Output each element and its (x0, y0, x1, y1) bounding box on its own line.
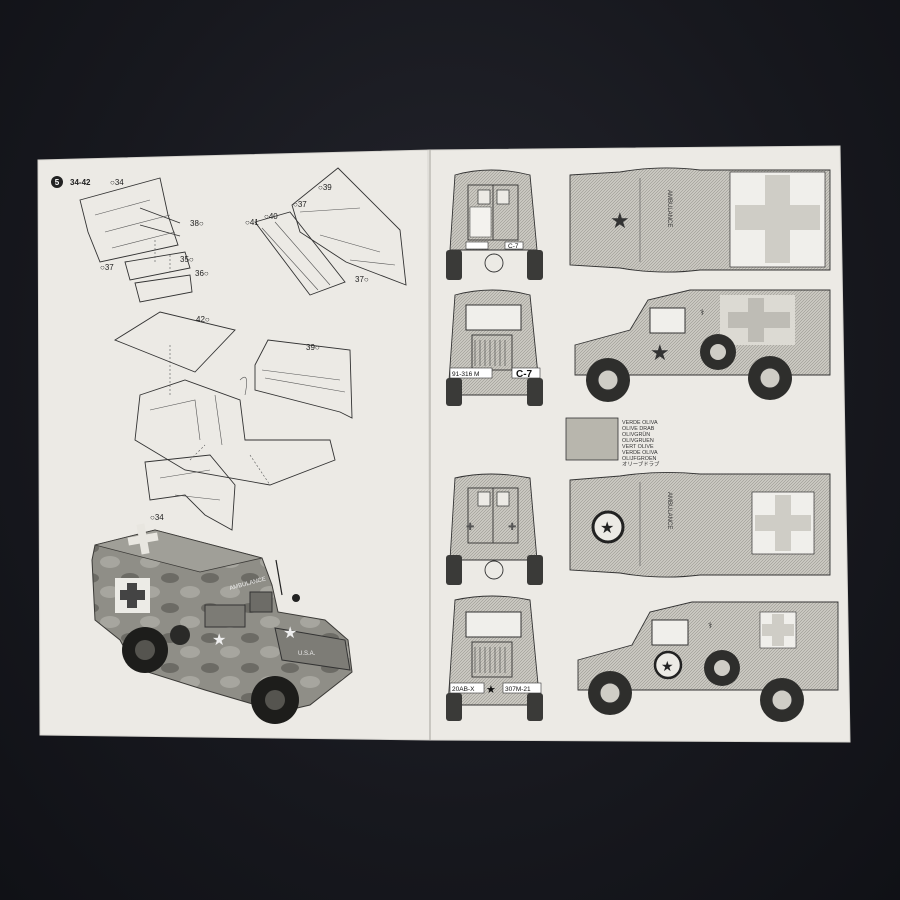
plate-front-bottom-left: 20AB-X (452, 686, 475, 693)
star-insignia-side-1: ★ (650, 341, 670, 366)
olive-drab-swatch (565, 417, 619, 461)
photo-usa-text: U.S.A. (298, 651, 316, 657)
star-plate: ★ (486, 683, 496, 696)
plate-front-top-right: C-7 (516, 369, 533, 380)
top-view-1: ★ AMBULANCE (569, 167, 831, 273)
exploded-body-assembly: 42○ 39○ ○34 (114, 311, 353, 531)
part-label-37-mid: ○37 (293, 200, 307, 209)
plate-rear-top: C-7 (508, 243, 519, 250)
exploded-diagram-left: ○34 38○ 35○ 36○ ○37 (79, 177, 209, 303)
swatch-label-6: OLIJFGROEN (622, 456, 657, 462)
star-insignia-door: ★ (212, 630, 226, 649)
swatch-label-5: VERDE OLIVA (622, 450, 658, 456)
part-label-42: 42○ (196, 315, 210, 324)
part-label-36: 36○ (195, 269, 209, 278)
swatch-label-4: VERT OLIVE (622, 444, 654, 450)
roof-text-2: AMBULANCE (666, 492, 672, 529)
cross-rear-left: ✚ (466, 522, 474, 533)
part-label-37-right: 37○ (355, 275, 369, 284)
part-label-34-top: ○34 (110, 178, 124, 187)
part-label-35: 35○ (180, 255, 194, 264)
exploded-diagram-right: ○39 ○40 ○41 ○37 37○ (245, 167, 407, 296)
top-view-2: ★ AMBULANCE (569, 471, 831, 578)
star-insignia-hood: ★ (283, 623, 297, 642)
left-page: 5 34-42 ○34 38○ 35○ 36○ ○37 ○39 ○40 ○ (37, 149, 431, 741)
swatch-label-7: オリーブドラブ (622, 460, 660, 468)
finished-model-photo: ★ ★ AMBULANCE U.S.A. (91, 523, 353, 724)
part-label-38: 38○ (190, 219, 204, 228)
rear-view-1: C-7 (446, 169, 543, 280)
front-view-2: 20AB-X ★ 307M-21 (446, 595, 543, 721)
swatch-label-3: OLIVGRUEN (622, 438, 654, 444)
swatch-label-2: OLIVGRÜN (622, 431, 650, 438)
medical-symbol-1: ⚕ (700, 308, 704, 317)
part-label-34-bottom: ○34 (150, 513, 164, 522)
medical-symbol-2: ⚕ (708, 621, 712, 630)
plate-front-top-left: 91-316 M (452, 371, 479, 378)
step-number-badge (51, 176, 63, 188)
step-range: 34-42 (70, 178, 91, 187)
star-insignia-hood-1: ★ (610, 209, 630, 234)
swatch-label-0: VERDE OLIVA (622, 420, 658, 426)
part-label-37-left: ○37 (100, 263, 114, 272)
front-view-1: 91-316 M C-7 (446, 289, 543, 406)
part-label-39-mid: 39○ (306, 343, 320, 352)
rear-view-2: ✚ ✚ (446, 473, 543, 585)
part-label-41: ○41 (245, 218, 259, 227)
part-label-39-top: ○39 (318, 183, 332, 192)
plate-front-bottom-right: 307M-21 (505, 686, 531, 693)
step-header: 5 34-42 (51, 176, 91, 188)
star-in-circle-side: ★ (661, 659, 674, 675)
step-number: 5 (55, 178, 60, 187)
swatch-label-1: OLIVE DRAB (622, 426, 655, 432)
color-swatch: VERDE OLIVA OLIVE DRAB OLIVGRÜN OLIVGRUE… (565, 417, 660, 468)
side-view-2: ★ ⚕ (577, 601, 839, 722)
cross-rear-right: ✚ (508, 522, 516, 533)
roof-text-1: AMBULANCE (666, 190, 672, 227)
star-in-circle-hood: ★ (600, 518, 614, 537)
right-page: C-7 ★ AMBULANCE 91-316 M C-7 (427, 145, 851, 743)
side-view-1: ★ ⚕ (574, 289, 831, 402)
part-label-40: ○40 (264, 212, 278, 221)
